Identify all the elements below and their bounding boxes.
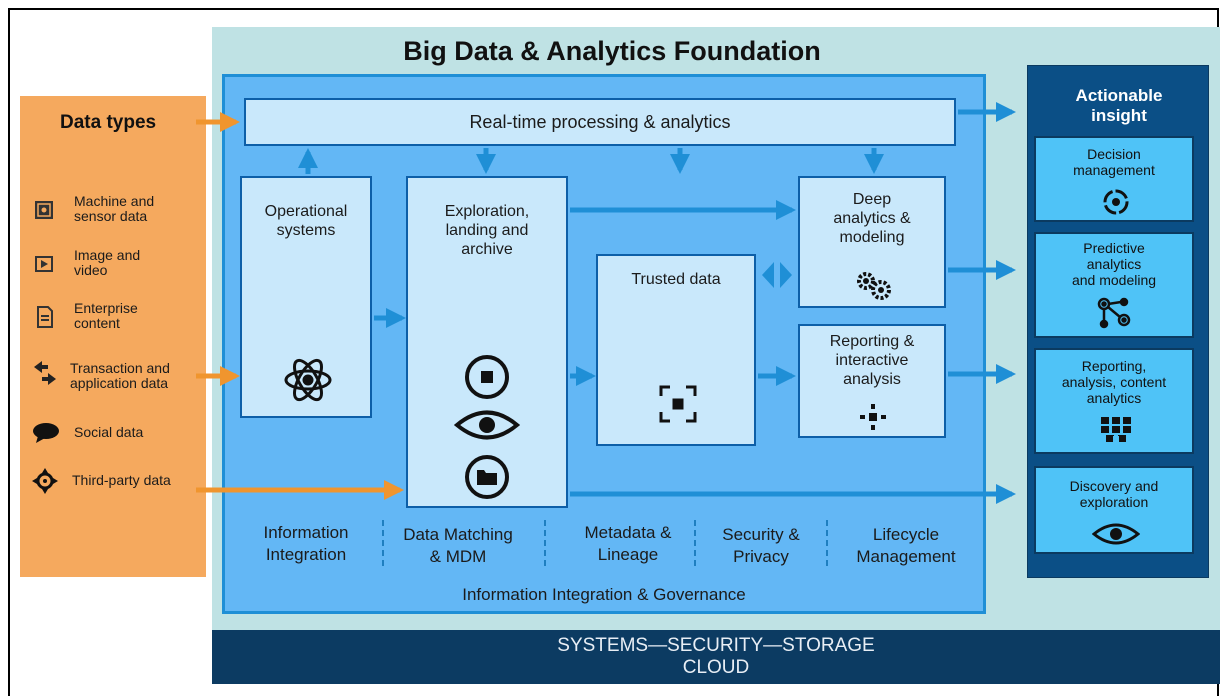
focus-frame-icon: [658, 384, 698, 424]
target-icon: [1102, 188, 1130, 216]
speech-bubble-icon: [32, 422, 60, 444]
trusted-data-box: Trusted data: [596, 254, 756, 446]
document-icon: [36, 306, 54, 328]
stop-circle-icon: [464, 354, 510, 400]
gears-icon: [854, 270, 894, 302]
sensor-icon: [34, 200, 54, 220]
data-type-label: Third-party data: [72, 472, 171, 488]
data-types-heading: Data types: [60, 112, 157, 133]
divider: [694, 520, 696, 566]
governance-item: Security &Privacy: [722, 525, 800, 566]
folder-circle-icon: [464, 454, 510, 500]
governance-item: Data Matching& MDM: [403, 525, 513, 566]
governance-item: Metadata &Lineage: [584, 523, 672, 564]
atom-icon: [282, 354, 334, 406]
realtime-processing-box: Real-time processing & analytics: [244, 98, 956, 146]
network-icon: [1096, 296, 1134, 330]
divider: [826, 520, 828, 566]
plus-dots-icon: [858, 402, 888, 432]
eye-icon: [1091, 522, 1141, 546]
crosshair-icon: [32, 468, 58, 494]
video-icon: [34, 254, 54, 274]
eye-icon: [453, 408, 521, 442]
page-title: Big Data & Analytics Foundation: [403, 36, 821, 66]
divider: [382, 520, 384, 566]
grid-icon: [1100, 416, 1132, 444]
divider: [544, 520, 546, 566]
bidirectional-arrow-trusted-deep: [780, 262, 792, 288]
governance-footer: Information Integration & Governance: [462, 585, 746, 604]
bidirectional-arrow-trusted-deep: [762, 262, 774, 288]
data-type-label: Social data: [74, 424, 144, 440]
transaction-icon: [32, 360, 58, 386]
